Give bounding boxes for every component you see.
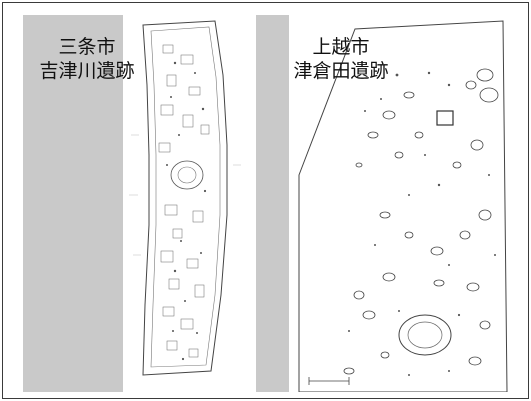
city-name: 上越市 (312, 36, 370, 58)
city-name: 三条市 (58, 36, 116, 58)
panel-gutter (23, 15, 123, 392)
site-plan-sheet (289, 15, 514, 392)
site-name: 津倉田遺跡 (293, 60, 389, 82)
site-label-joetsu: 上越市 津倉田遺跡 (276, 35, 406, 83)
panel-sanjo: 三条市 吉津川遺跡 (23, 15, 250, 392)
panel-joetsu: 上越市 津倉田遺跡 (256, 15, 514, 392)
panel-gutter (256, 15, 289, 392)
site-plan-drawing-sanjo (129, 20, 241, 376)
site-label-sanjo: 三条市 吉津川遺跡 (23, 35, 151, 83)
site-plan-sheet (123, 15, 250, 392)
site-name: 吉津川遺跡 (39, 60, 135, 82)
site-plan-drawing-joetsu (298, 20, 508, 392)
